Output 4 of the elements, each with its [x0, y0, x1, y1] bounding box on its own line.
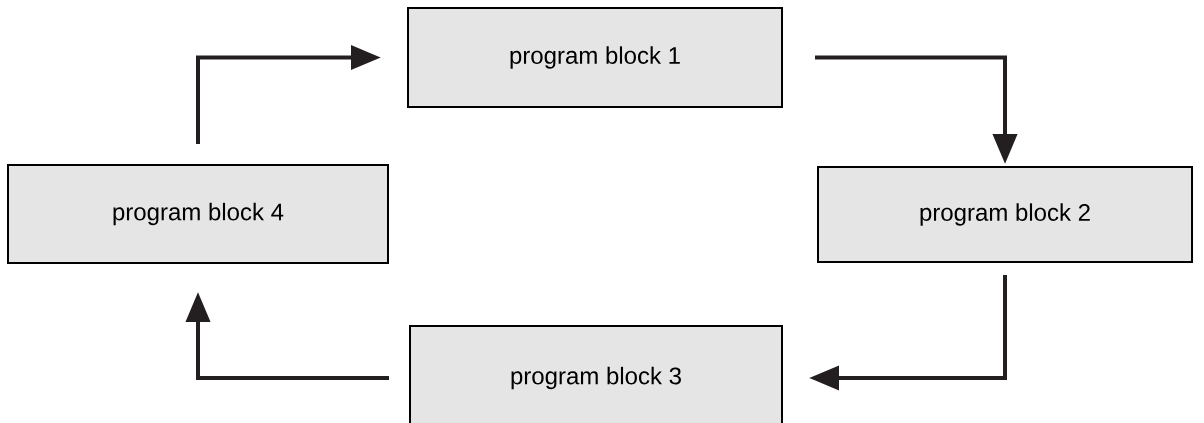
process-box: program block 3	[409, 325, 783, 423]
process-box: program block 1	[407, 7, 783, 108]
process-box: program block 4	[7, 164, 389, 264]
process-box: program block 2	[817, 166, 1193, 263]
